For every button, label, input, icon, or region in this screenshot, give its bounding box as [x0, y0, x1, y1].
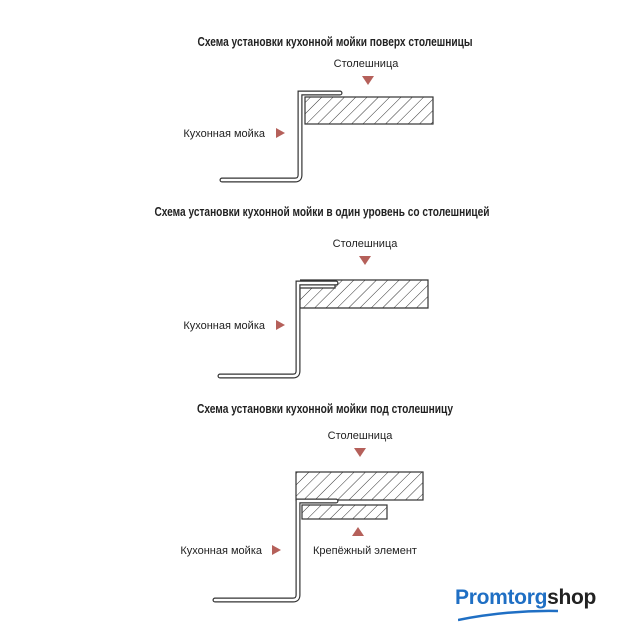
- diagram-title: Схема установки кухонной мойки поверх ст…: [198, 35, 473, 49]
- arrow-up-icon: [352, 527, 364, 536]
- sink-label: Кухонная мойка: [180, 545, 263, 557]
- diagram-under-countertop: Схема установки кухонной мойки под столе…: [180, 402, 453, 603]
- promtorgshop-logo[interactable]: Promtorgshop: [455, 586, 596, 610]
- fastener-label: Крепёжный элемент: [313, 545, 417, 557]
- arrow-down-icon: [362, 76, 374, 85]
- diagram-title: Схема установки кухонной мойки под столе…: [197, 402, 453, 416]
- countertop: [295, 471, 424, 501]
- diagram-over-countertop: Схема установки кухонной мойки поверх ст…: [183, 35, 473, 183]
- sink-label: Кухонная мойка: [183, 320, 266, 332]
- diagram-flush-countertop: Схема установки кухонной мойки в один ур…: [155, 205, 490, 379]
- arrow-down-icon: [354, 448, 366, 457]
- logo-swoosh-icon: [458, 609, 559, 622]
- countertop-label: Столешница: [333, 238, 399, 250]
- arrow-right-icon: [276, 320, 285, 330]
- arrow-right-icon: [276, 128, 285, 138]
- logo-part-promtorg: Promtorg: [455, 586, 548, 609]
- fastener-element: [301, 504, 388, 520]
- arrow-down-icon: [359, 256, 371, 265]
- arrow-right-icon: [272, 545, 281, 555]
- countertop-label: Столешница: [334, 58, 400, 70]
- countertop: [304, 96, 434, 125]
- diagram-title: Схема установки кухонной мойки в один ур…: [155, 205, 490, 219]
- countertop-label: Столешница: [328, 430, 394, 442]
- logo-part-shop: shop: [547, 586, 597, 609]
- sink-label: Кухонная мойка: [183, 128, 266, 140]
